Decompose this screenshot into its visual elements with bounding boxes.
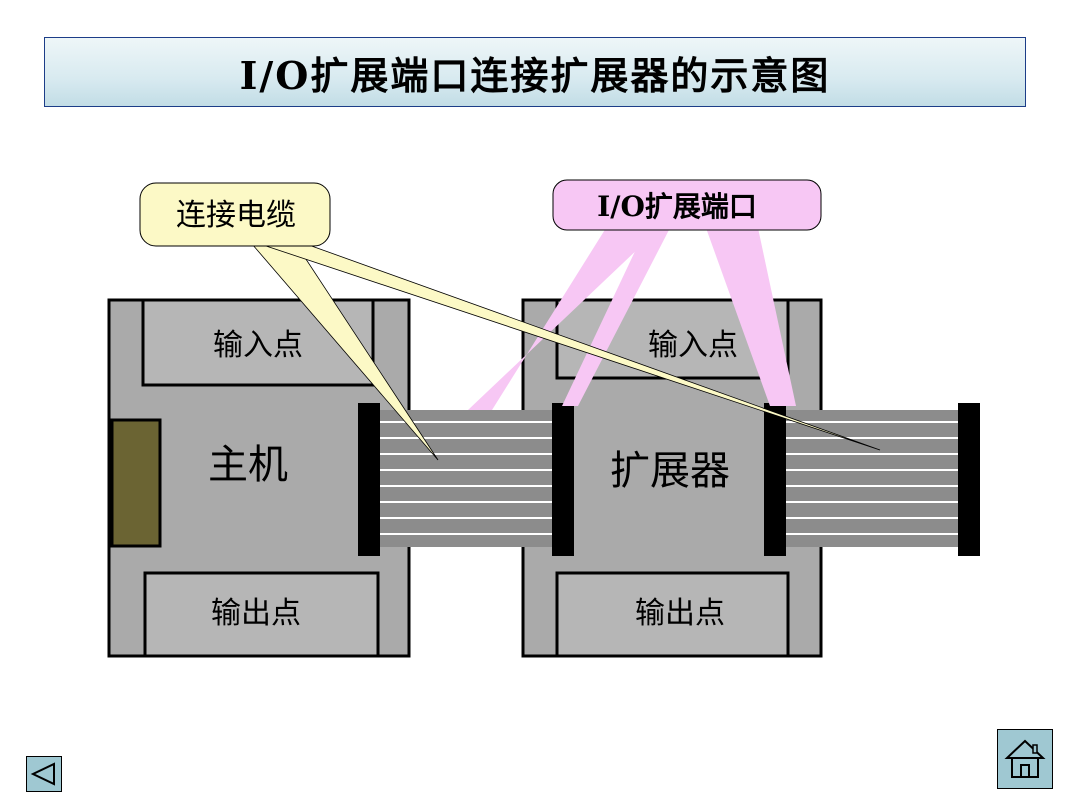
expander-output-label: 输出点 bbox=[635, 596, 725, 631]
expander-label: 扩展器 bbox=[610, 448, 730, 494]
expander-right-connector bbox=[764, 403, 786, 556]
host-output-box bbox=[143, 571, 380, 658]
port-callout-label: I/O扩展端口 bbox=[597, 190, 757, 223]
home-icon bbox=[1004, 739, 1046, 778]
expander-output-box bbox=[555, 571, 790, 658]
ribbon-cable-1 bbox=[358, 403, 574, 556]
host-label: 主机 bbox=[208, 442, 288, 488]
title-bar: I/O扩展端口连接扩展器的示意图 bbox=[44, 37, 1026, 107]
expander-input-label: 输入点 bbox=[648, 328, 738, 363]
triangle-left-icon bbox=[30, 762, 55, 786]
home-button[interactable] bbox=[997, 729, 1053, 789]
host-output-label: 输出点 bbox=[211, 596, 301, 631]
host-input-label: 输入点 bbox=[213, 328, 303, 363]
host-side-block bbox=[110, 418, 162, 548]
ribbon-cable-2 bbox=[764, 403, 980, 556]
expander-left-connector bbox=[552, 403, 574, 556]
port-callout: I/O扩展端口 bbox=[468, 179, 822, 410]
host-connector bbox=[358, 403, 380, 556]
page-title: I/O扩展端口连接扩展器的示意图 bbox=[239, 52, 831, 98]
far-connector bbox=[958, 403, 980, 556]
previous-slide-button[interactable] bbox=[26, 756, 62, 792]
cable-callout: 连接电缆 bbox=[139, 182, 881, 461]
cable-callout-label: 连接电缆 bbox=[176, 198, 296, 233]
